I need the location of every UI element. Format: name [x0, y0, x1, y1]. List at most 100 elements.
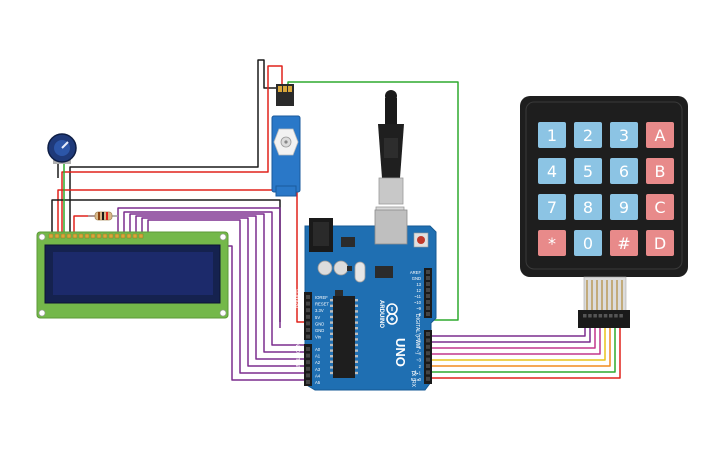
keypad-key-label: 0 — [583, 234, 593, 253]
keypad-key-label: 4 — [547, 162, 557, 181]
chip-pins — [330, 299, 358, 375]
lcd-pin — [60, 233, 66, 239]
digital-pin-label: ~5 — [416, 345, 421, 350]
digital-pin-label: RX◂0 — [411, 377, 422, 382]
keypad-key[interactable] — [646, 122, 674, 148]
power-pin-label: Vin — [315, 335, 322, 340]
top-pin-label: ~10 — [414, 300, 422, 305]
lcd-pin — [108, 233, 114, 239]
lcd-pin — [96, 233, 102, 239]
keypad-header — [578, 310, 630, 328]
keypad-key-label: # — [617, 234, 630, 253]
top-pin-label: 12 — [416, 288, 421, 293]
lcd-pin — [120, 233, 126, 239]
lcd-pin — [138, 233, 144, 239]
rx-led-label: RX — [410, 380, 416, 388]
top-pin-label: ~11 — [414, 294, 421, 299]
keypad-key[interactable] — [538, 230, 566, 256]
wire-lcd-d-6 — [147, 219, 310, 374]
top-pin-label: 8 — [419, 312, 422, 317]
keypad-key[interactable] — [610, 122, 638, 148]
keypad-key[interactable] — [574, 122, 602, 148]
power-pin-label: GND — [315, 321, 324, 326]
digital-pin-label: 4 — [419, 351, 422, 356]
analog-pin-label: A2 — [315, 360, 321, 365]
wire-servo-red — [61, 65, 283, 232]
arduino-model: UNO — [393, 338, 408, 367]
analog-pin-label: A4 — [315, 373, 321, 378]
wire-lcd-d-5 — [141, 217, 310, 367]
wire-lcd-d-2 — [123, 211, 310, 346]
lcd-pin — [126, 233, 132, 239]
top-pin-label: ~9 — [416, 306, 421, 311]
keypad-key[interactable] — [574, 194, 602, 220]
lcd-16x2 — [36, 231, 229, 319]
wire-keypad-3 — [430, 326, 596, 349]
wire-lcd-resistor-red — [73, 215, 95, 232]
lcd-pin — [48, 233, 54, 239]
keypad-ribbon — [583, 276, 627, 312]
top-pin-label: 13 — [416, 282, 421, 287]
wire-lcd-d-7 — [228, 245, 310, 381]
keypad-key[interactable] — [646, 158, 674, 184]
keypad-key[interactable] — [610, 194, 638, 220]
resistor — [88, 211, 118, 221]
keypad-key-label: C — [654, 198, 665, 217]
wire-keypad-8 — [430, 326, 621, 379]
power-section-label: POWER — [296, 289, 302, 308]
power-pin-label: 5V — [315, 315, 320, 320]
power-pin-label: RESET — [315, 302, 329, 307]
board-usb-connector — [374, 209, 408, 245]
wire-servo-black — [69, 59, 278, 232]
lcd-pin — [114, 233, 120, 239]
keypad-key[interactable] — [538, 194, 566, 220]
wire-keypad-7 — [430, 326, 616, 373]
keypad-key[interactable] — [538, 158, 566, 184]
analog-header — [304, 344, 312, 386]
keypad-key-label: 9 — [619, 198, 629, 217]
lcd-pin — [54, 233, 60, 239]
wire-keypad-6 — [430, 326, 611, 367]
atmega-chip — [333, 296, 355, 378]
lcd-pin — [102, 233, 108, 239]
usb-plug-metal — [378, 177, 404, 205]
keypad-key-label: B — [655, 162, 666, 181]
keypad-key[interactable] — [610, 230, 638, 256]
digital-pin-label: 7 — [419, 332, 422, 337]
keypad-key[interactable] — [538, 122, 566, 148]
keypad-key[interactable] — [646, 230, 674, 256]
keypad-key[interactable] — [646, 194, 674, 220]
wire-lcd-d-1 — [117, 207, 281, 328]
keypad-key-label: 2 — [583, 126, 593, 145]
keypad-key-label: 7 — [547, 198, 557, 217]
keypad-key-label: 6 — [619, 162, 629, 181]
tx-led-label: TX — [410, 370, 416, 377]
arduino-infinity-logo-icon — [386, 303, 398, 325]
potentiometer — [47, 133, 77, 164]
keypad-key-label: A — [655, 126, 666, 145]
wire-keypad-4 — [430, 326, 601, 355]
keypad-key[interactable] — [610, 158, 638, 184]
keypad-key-label: 3 — [619, 126, 629, 145]
top-digital-header — [424, 268, 432, 318]
wires — [51, 59, 621, 381]
lcd-pin — [66, 233, 72, 239]
digital-header — [424, 330, 432, 384]
lcd-pin — [84, 233, 90, 239]
keypad-key[interactable] — [574, 230, 602, 256]
analog-section-label: ANALOG IN — [296, 342, 302, 370]
digital-pin-label: ~6 — [416, 338, 421, 343]
top-pin-label: GND — [412, 276, 421, 281]
keypad-key[interactable] — [574, 158, 602, 184]
digital-pin-label: TX▸1 — [411, 370, 421, 375]
lcd-pin — [72, 233, 78, 239]
digital-pin-label: 2 — [419, 364, 422, 369]
power-pin-label: IOREF — [315, 295, 328, 300]
keypad-key-label: 1 — [547, 126, 557, 145]
pot-indicator — [61, 141, 69, 149]
analog-pin-label: A1 — [315, 354, 321, 359]
